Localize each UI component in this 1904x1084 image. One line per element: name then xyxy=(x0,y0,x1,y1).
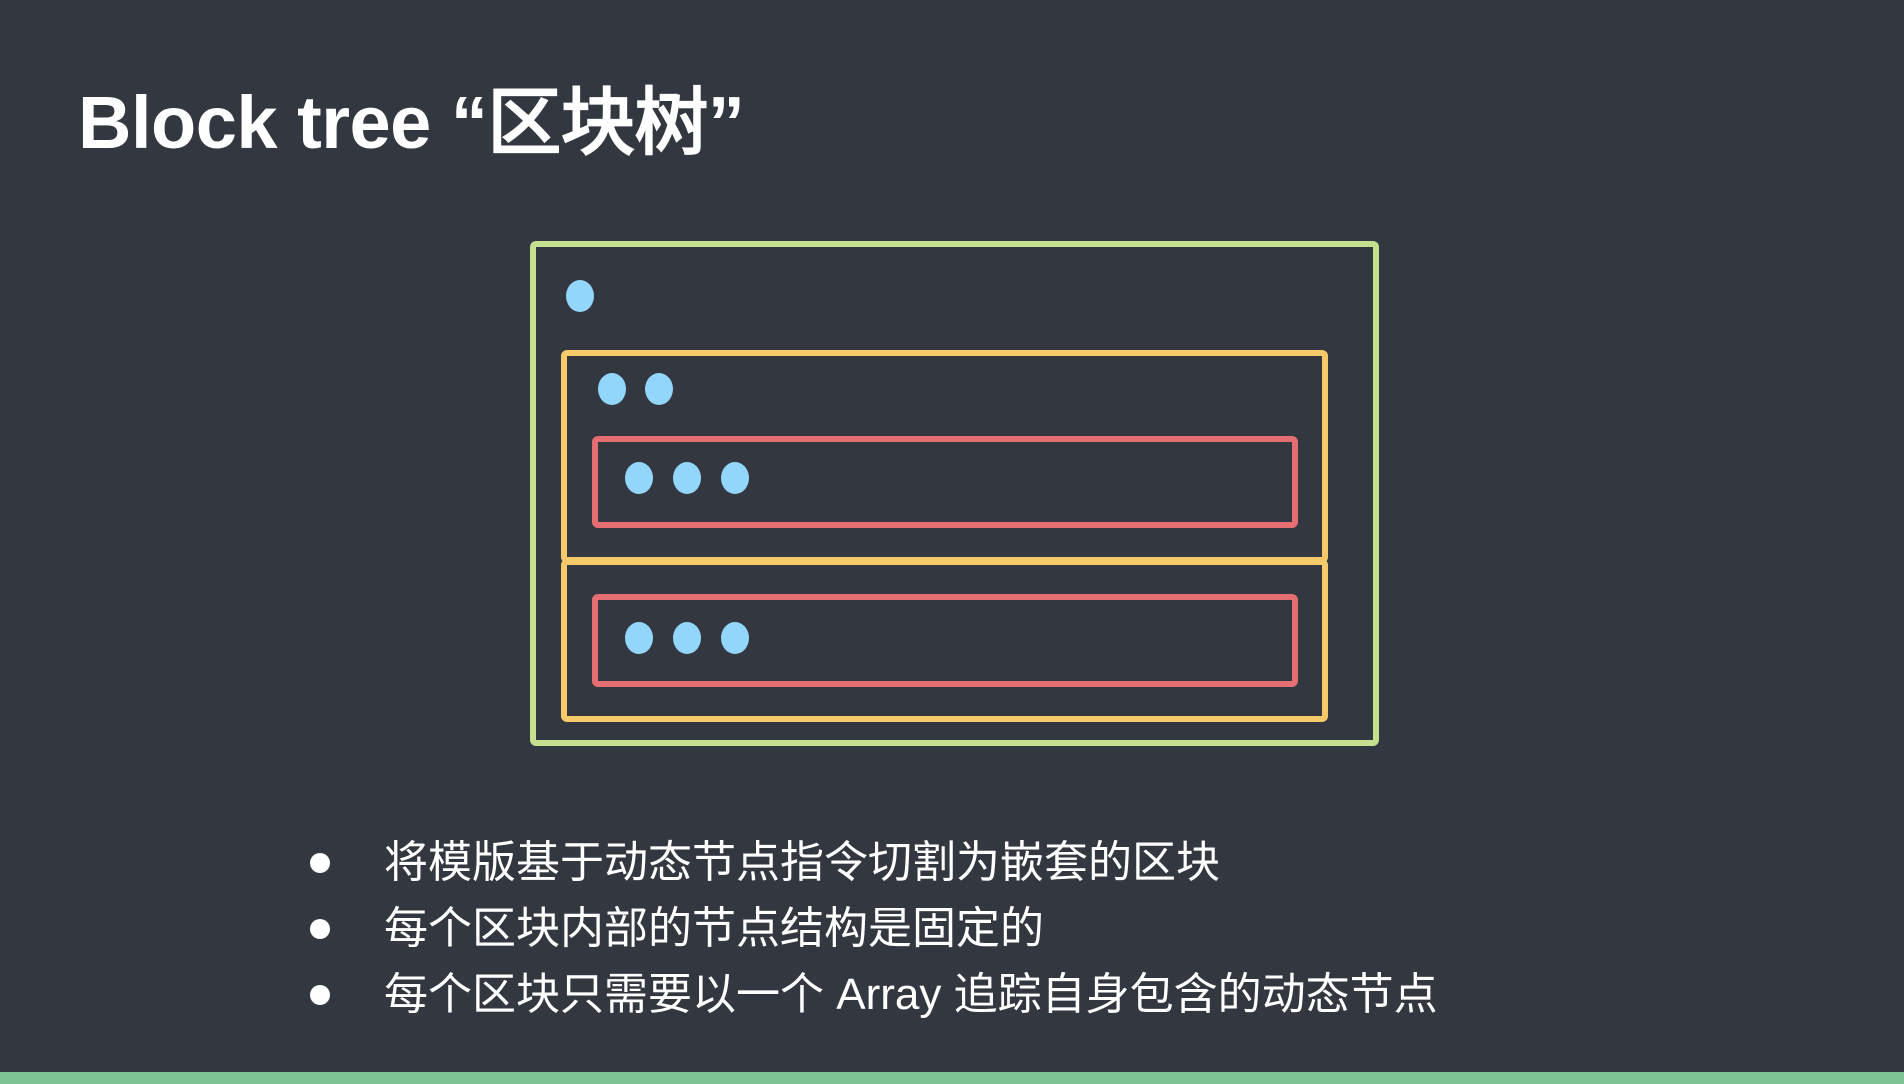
dynamic-node xyxy=(673,622,701,654)
dynamic-node xyxy=(566,280,594,312)
grandchild-block-1 xyxy=(592,436,1298,528)
accent-bar xyxy=(0,1072,1904,1084)
bullet-item: 将模版基于动态节点指令切割为嵌套的区块 xyxy=(300,830,1438,896)
bullet-dot-icon xyxy=(310,985,330,1005)
bullet-text: 每个区块内部的节点结构是固定的 xyxy=(384,904,1044,953)
child-block-1 xyxy=(561,350,1328,563)
root-block xyxy=(530,241,1379,746)
dynamic-node xyxy=(721,622,749,654)
slide-title: Block tree “区块树” xyxy=(78,81,745,164)
dynamic-node xyxy=(598,373,626,405)
dynamic-node xyxy=(673,462,701,494)
bullet-dot-icon xyxy=(310,919,330,939)
dynamic-node xyxy=(645,373,673,405)
bullet-item: 每个区块只需要以一个 Array 追踪自身包含的动态节点 xyxy=(300,962,1438,1028)
bullet-list: 将模版基于动态节点指令切割为嵌套的区块 每个区块内部的节点结构是固定的 每个区块… xyxy=(300,830,1438,1028)
dynamic-node xyxy=(625,462,653,494)
bullet-item: 每个区块内部的节点结构是固定的 xyxy=(300,896,1438,962)
grandchild-block-2 xyxy=(592,594,1298,687)
dynamic-node xyxy=(721,462,749,494)
dynamic-node xyxy=(625,622,653,654)
bullet-dot-icon xyxy=(310,853,330,873)
bullet-text: 将模版基于动态节点指令切割为嵌套的区块 xyxy=(384,838,1220,887)
child-block-2 xyxy=(561,559,1328,722)
bullet-text: 每个区块只需要以一个 Array 追踪自身包含的动态节点 xyxy=(384,970,1438,1019)
